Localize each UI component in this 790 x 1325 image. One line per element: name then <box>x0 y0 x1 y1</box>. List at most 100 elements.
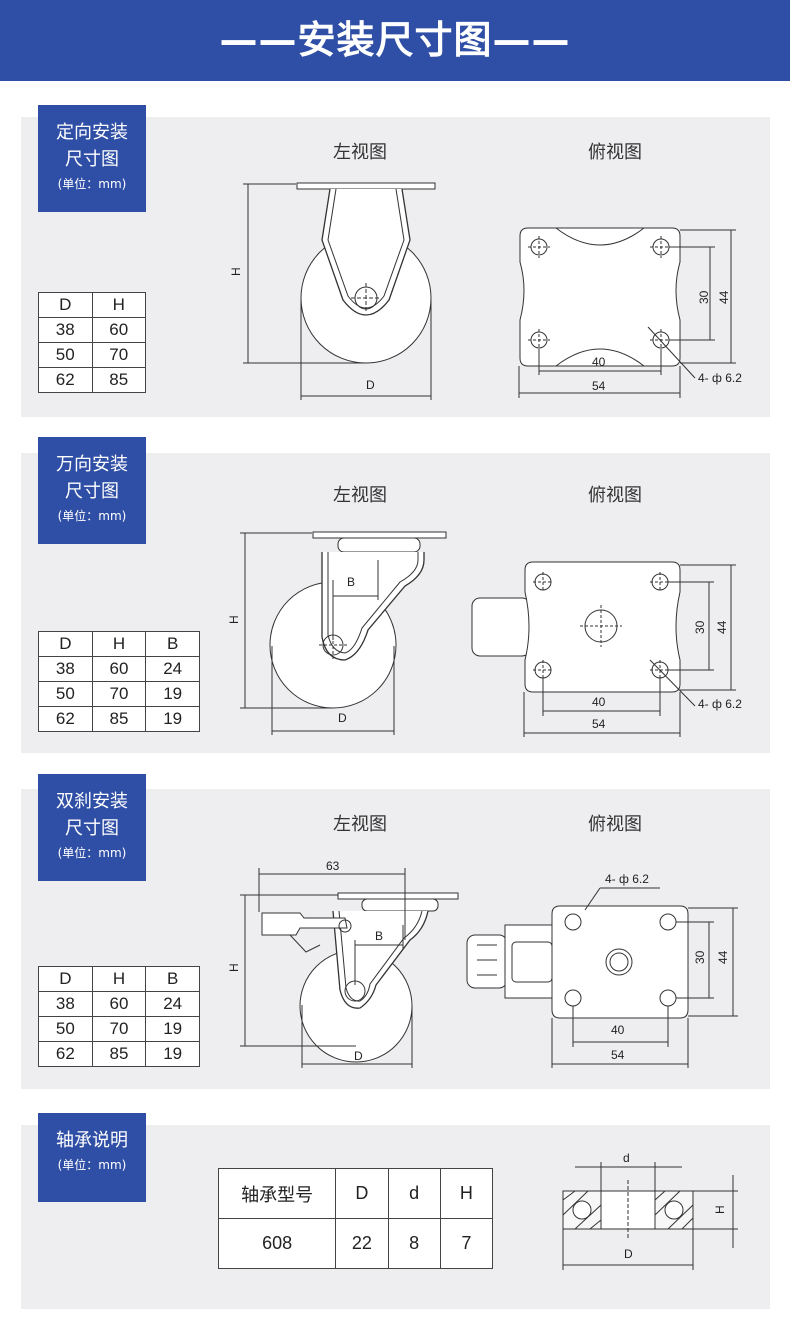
dim-d: D <box>366 378 375 392</box>
table-cell: 60 <box>91 317 146 343</box>
table-cell: 62 <box>38 367 93 393</box>
dim-hole: 4- ф 6.2 <box>605 872 649 886</box>
table-header-row: 轴承型号 D d H <box>217 1168 494 1219</box>
dim-w1: 40 <box>592 355 606 369</box>
dim-hole: 4- ф 6.2 <box>698 697 742 711</box>
dim-v1: 30 <box>697 290 711 304</box>
dim-w2: 54 <box>592 717 606 731</box>
dim-d: D <box>338 711 347 725</box>
table-cell: 19 <box>145 1041 200 1067</box>
top-view-title: 俯视图 <box>588 142 642 163</box>
table-row: 50 70 <box>38 342 146 368</box>
spec-table-brake: D H B 38 60 24 50 70 19 62 85 19 <box>38 966 200 1067</box>
table-header-cell: B <box>145 631 200 657</box>
table-row: 608 22 8 7 <box>217 1218 494 1269</box>
dim-b: B <box>375 929 383 943</box>
brake-caster-top-drawing <box>466 887 738 1068</box>
table-header-cell: D <box>38 292 93 318</box>
table-cell: 62 <box>38 706 93 732</box>
tag-unit: (单位：mm) <box>57 1158 127 1172</box>
table-header-cell: H <box>91 966 147 992</box>
table-cell: 608 <box>217 1218 337 1269</box>
fixed-caster-side-drawing <box>243 182 436 400</box>
tag-line1: 双刹安装 <box>56 791 128 812</box>
tag-unit: (单位：mm) <box>57 177 127 191</box>
dim-h: H <box>713 1205 727 1214</box>
dim-w1: 40 <box>611 1023 625 1037</box>
table-row: 62 85 19 <box>38 1041 200 1067</box>
swivel-caster-side-drawing <box>240 531 447 735</box>
table-cell: 50 <box>38 342 93 368</box>
table-cell: 38 <box>38 317 93 343</box>
table-header-row: D H B <box>38 966 200 992</box>
table-cell: 85 <box>91 706 147 732</box>
table-cell: 60 <box>91 991 147 1017</box>
table-cell: 60 <box>91 656 147 682</box>
dim-d-big: D <box>624 1247 633 1261</box>
fixed-caster-top-drawing <box>518 227 736 398</box>
dim-v2: 44 <box>717 290 731 304</box>
dim-d: D <box>354 1049 363 1063</box>
tag-line1: 定向安装 <box>56 122 128 143</box>
table-header-cell: D <box>38 631 93 657</box>
top-view-title: 俯视图 <box>588 485 642 506</box>
tag-line2: 尺寸图 <box>65 481 119 502</box>
dim-w2: 54 <box>611 1048 625 1062</box>
bearing-table: 轴承型号 D d H 608 22 8 7 <box>217 1168 494 1269</box>
dim-h: H <box>227 615 241 624</box>
table-cell: 19 <box>145 706 200 732</box>
dim-v2: 44 <box>715 620 729 634</box>
table-row: 62 85 <box>38 367 146 393</box>
dim-d-small: d <box>623 1151 630 1165</box>
table-cell: 38 <box>38 991 93 1017</box>
table-row: 38 60 24 <box>38 991 200 1017</box>
dim-b: B <box>347 575 355 589</box>
tag-line1: 轴承说明 <box>56 1130 128 1151</box>
dim-v2: 44 <box>716 950 730 964</box>
bearing-section-drawing <box>562 1162 738 1270</box>
dim-hole: 4- ф 6.2 <box>698 371 742 385</box>
section-tag-brake: 双刹安装 尺寸图 (单位：mm) <box>38 774 146 881</box>
tag-unit: (单位：mm) <box>57 846 127 860</box>
table-cell: 62 <box>38 1041 93 1067</box>
tag-line2: 尺寸图 <box>65 818 119 839</box>
page-title: ——安装尺寸图—— <box>219 18 571 62</box>
dim-w1: 40 <box>592 695 606 709</box>
table-cell: 85 <box>91 1041 147 1067</box>
table-row: 38 60 <box>38 317 146 343</box>
table-header-cell: H <box>439 1168 494 1219</box>
section-tag-swivel: 万向安装 尺寸图 (单位：mm) <box>38 437 146 544</box>
table-cell: 38 <box>38 656 93 682</box>
section-tag-bearing: 轴承说明 (单位：mm) <box>38 1113 146 1202</box>
section-tag-fixed: 定向安装 尺寸图 (单位：mm) <box>38 105 146 212</box>
swivel-caster-top-drawing <box>471 561 736 737</box>
tag-unit: (单位：mm) <box>57 509 127 523</box>
table-cell: 7 <box>439 1218 494 1269</box>
table-row: 62 85 19 <box>38 706 200 732</box>
dim-v1: 30 <box>693 950 707 964</box>
table-header-cell: D <box>335 1168 389 1219</box>
dim-v1: 30 <box>693 620 707 634</box>
table-cell: 8 <box>387 1218 441 1269</box>
table-row: 38 60 24 <box>38 656 200 682</box>
top-view-title: 俯视图 <box>588 814 642 835</box>
table-row: 50 70 19 <box>38 1016 200 1042</box>
table-cell: 19 <box>145 681 200 707</box>
dim-w2: 54 <box>592 379 606 393</box>
left-view-title: 左视图 <box>333 814 387 835</box>
left-view-title: 左视图 <box>333 142 387 163</box>
header-banner: ——安装尺寸图—— <box>0 0 790 81</box>
spec-table-fixed: D H 38 60 50 70 62 85 <box>38 292 146 393</box>
dim-h: H <box>229 267 243 276</box>
table-cell: 50 <box>38 1016 93 1042</box>
table-cell: 22 <box>335 1218 389 1269</box>
brake-caster-side-drawing <box>240 868 459 1068</box>
tag-line1: 万向安装 <box>56 454 128 475</box>
dim-h: H <box>227 963 241 972</box>
left-view-title: 左视图 <box>333 485 387 506</box>
spec-table-swivel: D H B 38 60 24 50 70 19 62 85 19 <box>38 631 200 732</box>
table-cell: 19 <box>145 1016 200 1042</box>
dim-len: 63 <box>326 859 340 873</box>
tag-line2: 尺寸图 <box>65 149 119 170</box>
